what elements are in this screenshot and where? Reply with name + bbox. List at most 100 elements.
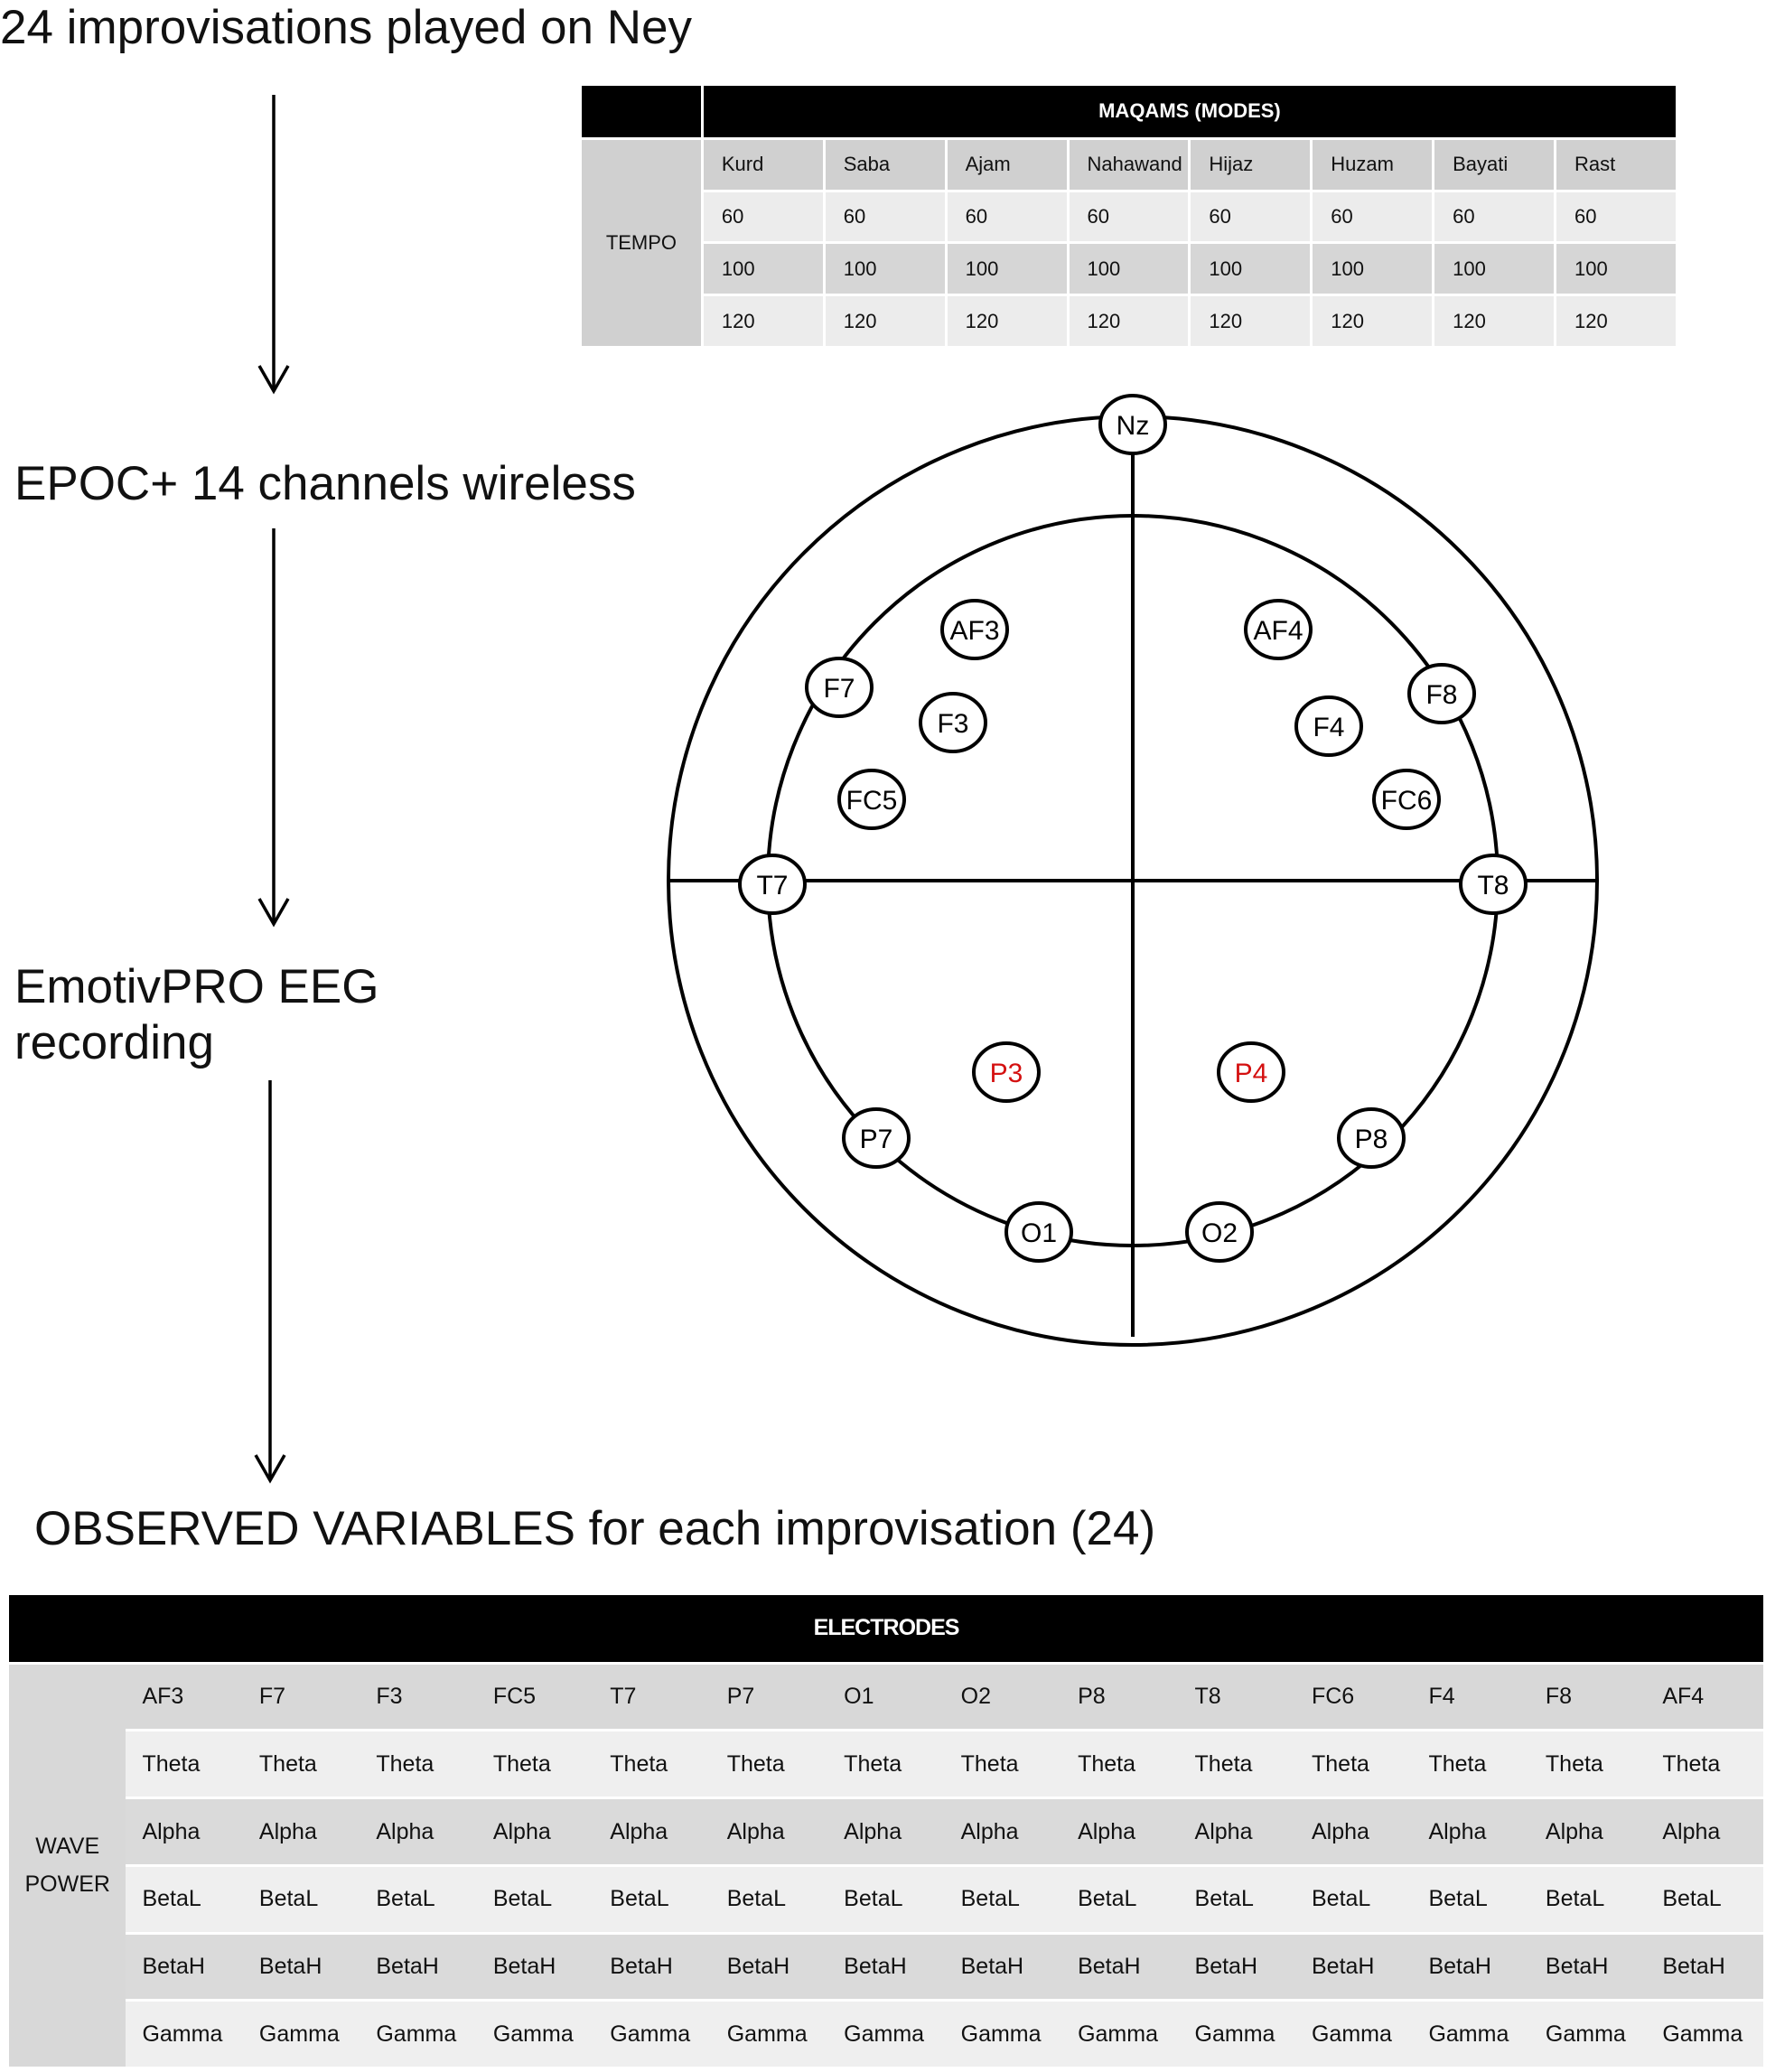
maqam-table-corner [579, 83, 704, 140]
wave-cell: Gamma [944, 1999, 1062, 2067]
electrode-label: F7 [823, 674, 855, 704]
wave-cell: BetaL [126, 1863, 243, 1934]
electrode-marker [1459, 854, 1528, 915]
electrode-column-header: F4 [1412, 1661, 1529, 1731]
electrode-column-header: T8 [1178, 1661, 1295, 1731]
electrode-marker [1217, 1041, 1285, 1103]
electrode-column-header: F8 [1528, 1661, 1647, 1731]
wave-cell: Theta [242, 1729, 360, 1798]
tempo-cell: 60 [944, 189, 1070, 245]
tempo-cell: 100 [1432, 241, 1556, 297]
tempo-cell: 120 [1066, 294, 1191, 349]
tempo-cell: 120 [1310, 294, 1435, 349]
electrode-label: F8 [1425, 680, 1457, 710]
wave-cell: BetaL [1294, 1863, 1413, 1934]
electrode-label: FC6 [1381, 786, 1433, 816]
step-emotivpro-line1: EmotivPRO EEG [14, 960, 379, 1013]
electrode-label: P4 [1235, 1059, 1268, 1088]
electrode-marker [805, 657, 874, 718]
electrode-t7: T7 [738, 854, 807, 915]
electrode-o2: O2 [1185, 1201, 1254, 1263]
wave-cell: Theta [126, 1729, 243, 1798]
electrode-p4: P4 [1217, 1041, 1285, 1103]
tempo-cell: 100 [1066, 241, 1191, 297]
wave-cell: BetaH [1061, 1931, 1179, 2001]
wave-power-label-line2: POWER [24, 1871, 110, 1898]
wave-cell: Alpha [827, 1797, 945, 1866]
wave-cell: Alpha [1294, 1797, 1413, 1866]
electrode-label: P7 [860, 1125, 893, 1154]
wave-cell: BetaL [827, 1863, 945, 1934]
electrode-label: FC5 [846, 786, 898, 816]
electrode-o1: O1 [1004, 1201, 1073, 1263]
electrode-marker [738, 854, 807, 915]
electrode-marker [919, 692, 987, 753]
wave-cell: BetaH [1412, 1931, 1529, 2001]
wave-cell: Alpha [1061, 1797, 1179, 1866]
electrode-head-map [667, 415, 1599, 1347]
wave-cell: Gamma [1412, 1999, 1529, 2067]
electrode-marker [842, 1107, 911, 1169]
electrode-f4: F4 [1294, 695, 1363, 757]
electrode-column-header: P7 [710, 1661, 828, 1731]
wave-cell: Theta [1412, 1729, 1529, 1798]
wave-cell: BetaH [1528, 1931, 1647, 2001]
electrode-marker [1407, 663, 1476, 724]
tempo-cell: 60 [822, 189, 948, 245]
wave-cell: BetaL [360, 1863, 477, 1934]
wave-power-row-label: WAVE POWER [9, 1661, 126, 2067]
wave-cell: Gamma [242, 1999, 360, 2067]
wave-cell: BetaH [242, 1931, 360, 2001]
maqam-column-header: Huzam [1310, 136, 1435, 192]
tempo-cell: 120 [700, 294, 826, 349]
electrode-t8: T8 [1459, 854, 1528, 915]
wave-cell: Theta [476, 1729, 594, 1798]
maqam-column-header: Bayati [1432, 136, 1556, 192]
electrode-column-header: O1 [827, 1661, 945, 1731]
wave-cell: BetaL [1412, 1863, 1529, 1934]
wave-cell: Theta [1178, 1729, 1295, 1798]
electrode-column-header: AF4 [1646, 1661, 1763, 1731]
arrow-2 [257, 528, 290, 928]
tempo-cell: 120 [1188, 294, 1313, 349]
electrode-p3: P3 [972, 1041, 1041, 1103]
wave-cell: Gamma [126, 1999, 243, 2067]
electrode-marker [940, 599, 1009, 660]
electrode-label: AF3 [949, 616, 999, 646]
tempo-cell: 120 [1432, 294, 1556, 349]
wave-cell: BetaH [593, 1931, 711, 2001]
wave-cell: Theta [710, 1729, 828, 1798]
maqam-column-header: Ajam [944, 136, 1070, 192]
wave-cell: Gamma [360, 1999, 477, 2067]
electrode-column-header: O2 [944, 1661, 1062, 1731]
electrode-f3: F3 [919, 692, 987, 753]
electrode-label: P3 [990, 1059, 1023, 1088]
tempo-cell: 120 [944, 294, 1070, 349]
wave-cell: BetaL [944, 1863, 1062, 1934]
wave-cell: Gamma [476, 1999, 594, 2067]
electrode-marker [1372, 769, 1441, 830]
wave-cell: Gamma [1178, 1999, 1295, 2067]
wave-cell: Gamma [1528, 1999, 1647, 2067]
flow-arrows [254, 95, 290, 1484]
wave-cell: BetaL [476, 1863, 594, 1934]
wave-cell: BetaH [1646, 1931, 1763, 2001]
electrode-marker [1294, 695, 1363, 757]
wave-cell: Theta [1061, 1729, 1179, 1798]
electrode-label: P8 [1355, 1125, 1388, 1154]
wave-cell: BetaL [1528, 1863, 1647, 1934]
maqam-column-header: Saba [822, 136, 948, 192]
wave-cell: Alpha [1646, 1797, 1763, 1866]
electrode-marker [1185, 1201, 1254, 1263]
electrode-label: F3 [937, 709, 968, 739]
wave-cell: BetaH [476, 1931, 594, 2001]
wave-cell: Alpha [1528, 1797, 1647, 1866]
wave-cell: Theta [593, 1729, 711, 1798]
maqam-table-title: MAQAMS (MODES) [700, 83, 1679, 140]
step-epoc-headset: EPOC+ 14 channels wireless [14, 457, 636, 510]
electrode-label: T7 [756, 871, 788, 901]
wave-cell: Alpha [1178, 1797, 1295, 1866]
wave-cell: Alpha [1412, 1797, 1529, 1866]
wave-cell: Alpha [476, 1797, 594, 1866]
